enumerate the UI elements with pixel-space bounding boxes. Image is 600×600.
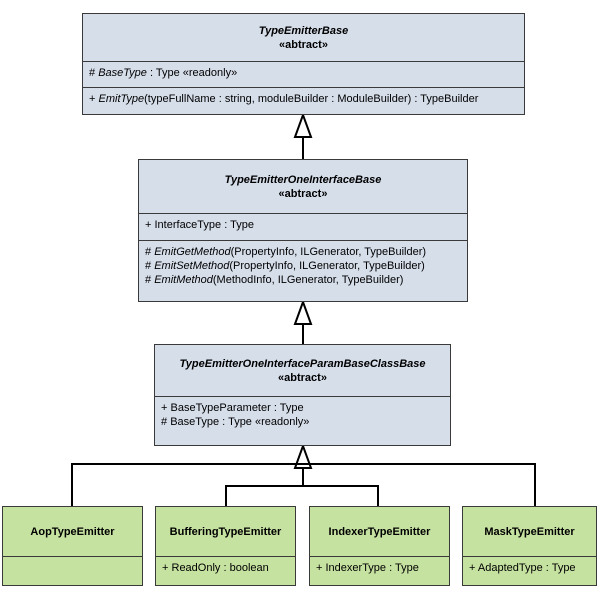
attribute-row: # BaseType : Type «readonly» [161,416,310,428]
generalization-branch-outer [71,463,536,506]
class-indexer-type-emitter: IndexerTypeEmitter + IndexerType : Type [309,506,450,586]
class-type-emitter-base: TypeEmitterBase «abtract» # BaseType : T… [82,13,525,115]
class-header: BufferingTypeEmitter [156,507,295,557]
attributes-section: # BaseType : Type «readonly» [83,62,524,88]
attribute-row: + IndexerType : Type [316,562,419,574]
operations-section: + EmitType(typeFullName : string, module… [83,88,524,114]
class-name: TypeEmitterOneInterfaceParamBaseClassBas… [179,357,426,370]
operation-row: # EmitMethod(MethodInfo, ILGenerator, Ty… [145,274,404,286]
attributes-section: + InterfaceType : Type [139,214,467,241]
generalization-branch-inner [225,485,379,506]
class-stereotype: «abtract» [279,38,328,51]
class-header: MaskTypeEmitter [463,507,596,557]
class-mask-type-emitter: MaskTypeEmitter + AdaptedType : Type [462,506,597,586]
class-header: IndexerTypeEmitter [310,507,449,557]
class-header: AopTypeEmitter [3,507,142,557]
class-name: TypeEmitterOneInterfaceBase [224,173,382,186]
attribute-row: # BaseType : Type «readonly» [89,67,238,79]
class-name: IndexerTypeEmitter [328,525,431,538]
attributes-section: + BaseTypeParameter : Type # BaseType : … [155,397,450,445]
class-stereotype: «abtract» [278,187,328,200]
class-name: BufferingTypeEmitter [169,525,282,538]
class-type-emitter-one-interface-base: TypeEmitterOneInterfaceBase «abtract» + … [138,159,468,302]
attributes-section [3,557,142,585]
generalization-arrow-base [293,112,313,138]
class-aop-type-emitter: AopTypeEmitter [2,506,143,586]
attributes-section: + ReadOnly : boolean [156,557,295,585]
class-header: TypeEmitterBase «abtract» [83,14,524,62]
class-name: MaskTypeEmitter [484,525,575,538]
attribute-row: + ReadOnly : boolean [162,562,269,574]
attributes-section: + AdaptedType : Type [463,557,596,585]
attribute-row: + BaseTypeParameter : Type [161,402,304,414]
class-name: AopTypeEmitter [30,525,115,538]
operations-section: # EmitGetMethod(PropertyInfo, ILGenerato… [139,241,467,301]
attributes-section: + IndexerType : Type [310,557,449,585]
class-buffering-type-emitter: BufferingTypeEmitter + ReadOnly : boolea… [155,506,296,586]
attribute-row: + AdaptedType : Type [469,562,576,574]
attribute-row: + InterfaceType : Type [145,219,254,231]
operation-row: # EmitSetMethod(PropertyInfo, ILGenerato… [145,260,425,272]
operation-row: + EmitType(typeFullName : string, module… [89,93,479,105]
class-header: TypeEmitterOneInterfaceBase «abtract» [139,160,467,214]
operation-row: # EmitGetMethod(PropertyInfo, ILGenerato… [145,246,427,258]
generalization-arrow-one-interface [293,299,313,325]
class-name: TypeEmitterBase [258,24,349,37]
class-header: TypeEmitterOneInterfaceParamBaseClassBas… [155,345,450,397]
class-stereotype: «abtract» [278,371,327,384]
class-type-emitter-one-interface-param-base-class-base: TypeEmitterOneInterfaceParamBaseClassBas… [154,344,451,446]
